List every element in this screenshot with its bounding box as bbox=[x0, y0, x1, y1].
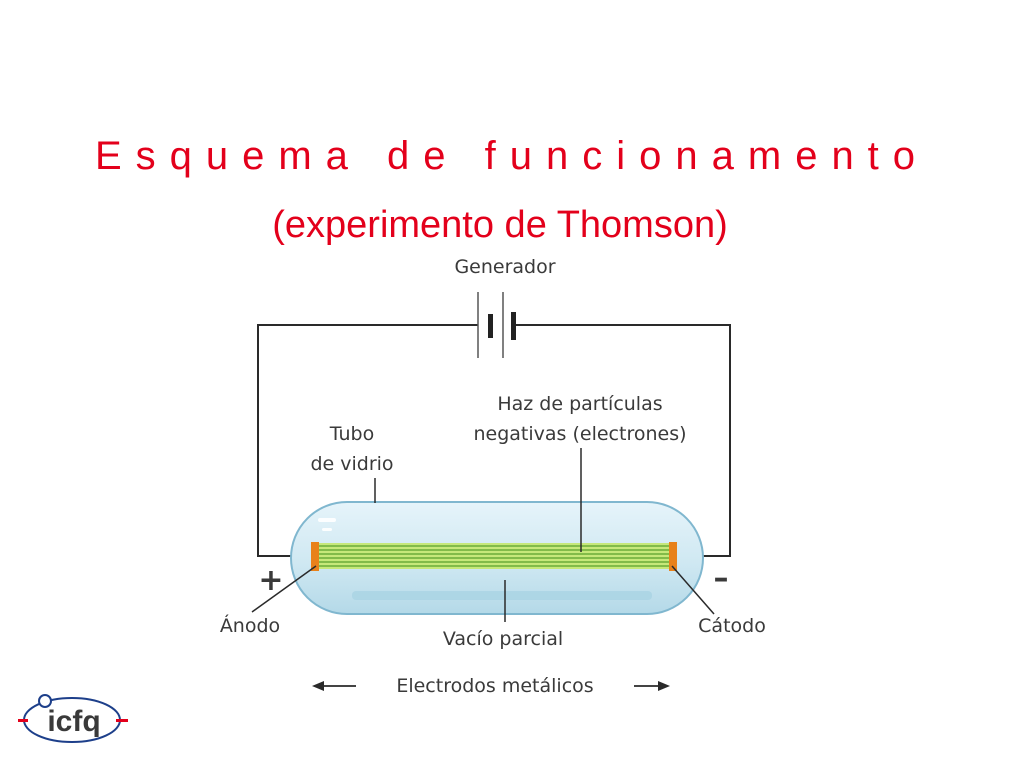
electron-beam bbox=[318, 543, 670, 569]
icfq-logo: icfq bbox=[18, 694, 128, 743]
beam-label-line1: Haz de partículas bbox=[497, 393, 662, 415]
cathode-pointer bbox=[671, 565, 715, 615]
minus-sign: – bbox=[714, 561, 729, 596]
generator-label: Generador bbox=[454, 256, 555, 278]
slide-subtitle: (experimento de Thomson) bbox=[272, 204, 728, 246]
vacuum-label: Vacío parcial bbox=[443, 628, 563, 650]
battery-icon bbox=[477, 292, 516, 358]
cathode-label: Cátodo bbox=[698, 615, 766, 637]
electrodes-arrows bbox=[312, 681, 670, 691]
anode-label: Ánodo bbox=[220, 614, 280, 637]
beam-label-line2: negativas (electrones) bbox=[473, 423, 686, 445]
electrodes-label: Electrodos metálicos bbox=[396, 675, 593, 697]
glass-tube-label-line1: Tubo bbox=[329, 423, 374, 445]
anode-electrode bbox=[311, 542, 319, 571]
glass-tube-label-line2: de vidrio bbox=[310, 453, 393, 475]
logo-text: icfq bbox=[47, 705, 100, 738]
slide-title: Esquema de funcionamento bbox=[94, 134, 930, 178]
cathode-electrode bbox=[669, 542, 677, 571]
anode-pointer bbox=[251, 565, 317, 613]
